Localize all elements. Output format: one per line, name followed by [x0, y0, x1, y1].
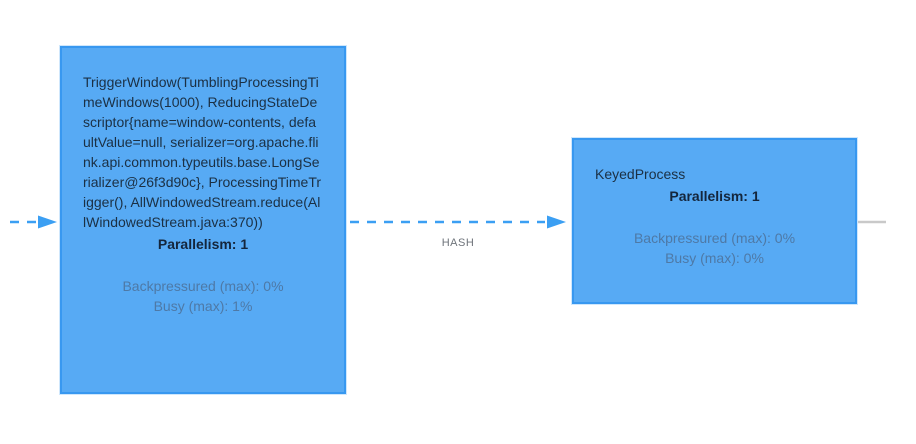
node-trigger-window-name: TriggerWindow(TumblingProcessingTimeWind… [83, 74, 322, 230]
window-to-keyedprocess-edge [350, 215, 566, 229]
metric-busy: Busy (max): 0% [665, 250, 764, 266]
edge-ship-strategy-label: HASH [441, 237, 475, 249]
node-keyed-process[interactable]: KeyedProcess Parallelism: 1 Backpressure… [572, 138, 857, 304]
node-keyed-process-metrics: Backpressured (max): 0% Busy (max): 0% [595, 228, 834, 268]
metric-busy: Busy (max): 1% [153, 298, 253, 314]
node-keyed-process-name: KeyedProcess [595, 166, 686, 182]
node-trigger-window[interactable]: TriggerWindow(TumblingProcessingTimeWind… [60, 46, 346, 394]
incoming-edge-arrowhead-icon [38, 215, 57, 229]
incoming-edge [10, 215, 57, 229]
metric-backpressured: Backpressured (max): 0% [122, 278, 284, 294]
metric-backpressured: Backpressured (max): 0% [633, 230, 796, 246]
node-trigger-window-metrics: Backpressured (max): 0% Busy (max): 1% [83, 276, 323, 316]
hash-edge-arrowhead-icon [547, 215, 566, 229]
node-trigger-window-parallelism: Parallelism: 1 [157, 236, 249, 252]
node-keyed-process-parallelism: Parallelism: 1 [669, 188, 760, 204]
